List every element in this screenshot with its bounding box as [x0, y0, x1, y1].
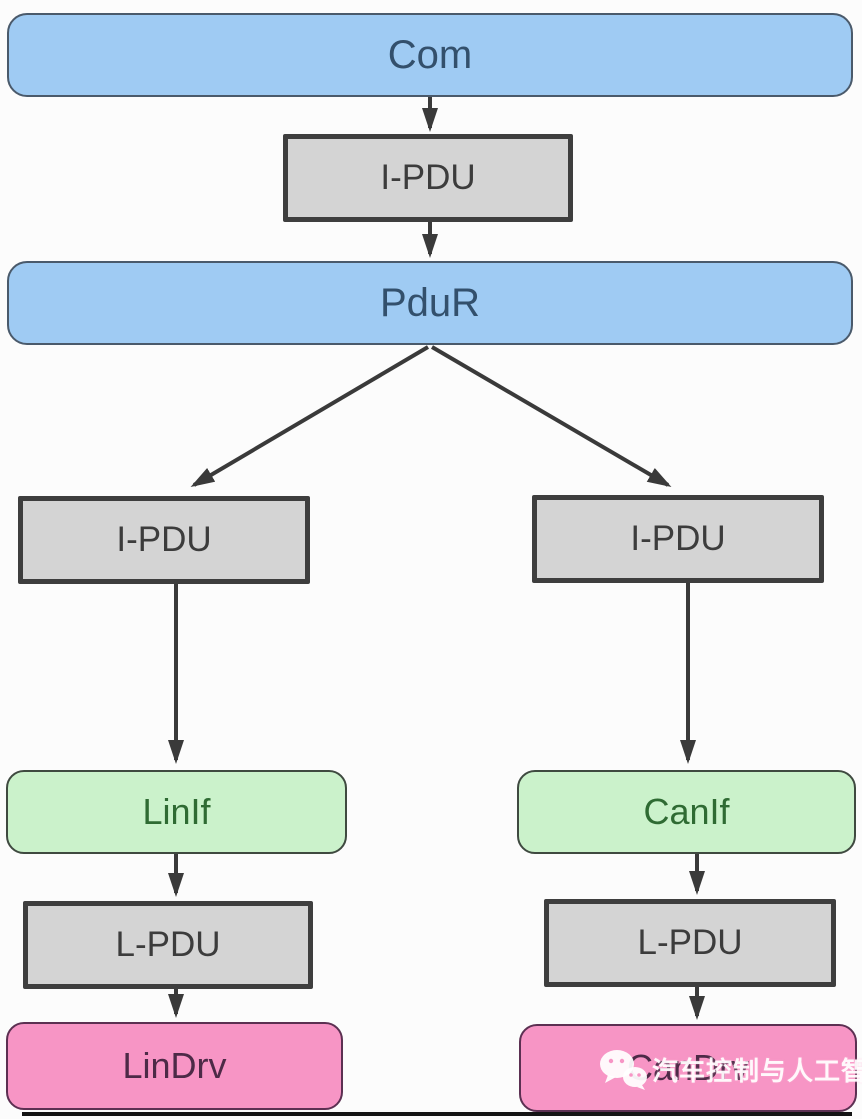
arrow-pdur-to-ipdu-can: [430, 345, 672, 488]
node-linif-label: LinIf: [142, 791, 211, 832]
node-canif-label: CanIf: [643, 791, 730, 832]
node-com-label: Com: [387, 32, 473, 77]
node-ipdu-lin-label: I-PDU: [116, 520, 212, 559]
node-candrv: CanDrv: [519, 1024, 857, 1112]
node-lindrv-label: LinDrv: [122, 1045, 227, 1086]
arrow-pdur-to-ipdu-lin: [190, 345, 430, 488]
node-lpdu-can: L-PDU: [544, 899, 836, 987]
node-pdur-label: PduR: [379, 280, 481, 325]
node-linif: LinIf: [6, 770, 347, 854]
node-lpdu-can-label: L-PDU: [637, 923, 743, 962]
node-lpdu-lin-label: L-PDU: [115, 925, 221, 964]
node-ipdu-top-label: I-PDU: [380, 158, 476, 197]
node-ipdu-can-label: I-PDU: [630, 519, 726, 558]
node-ipdu-lin: I-PDU: [18, 496, 310, 584]
node-pdur: PduR: [7, 261, 853, 345]
node-candrv-label: CanDrv: [626, 1047, 750, 1088]
node-canif: CanIf: [517, 770, 856, 854]
node-lpdu-lin: L-PDU: [23, 901, 313, 989]
node-lindrv: LinDrv: [6, 1022, 343, 1110]
node-ipdu-top: I-PDU: [283, 134, 573, 222]
node-ipdu-can: I-PDU: [532, 495, 824, 583]
node-com: Com: [7, 13, 853, 97]
bottom-divider: [22, 1112, 852, 1116]
